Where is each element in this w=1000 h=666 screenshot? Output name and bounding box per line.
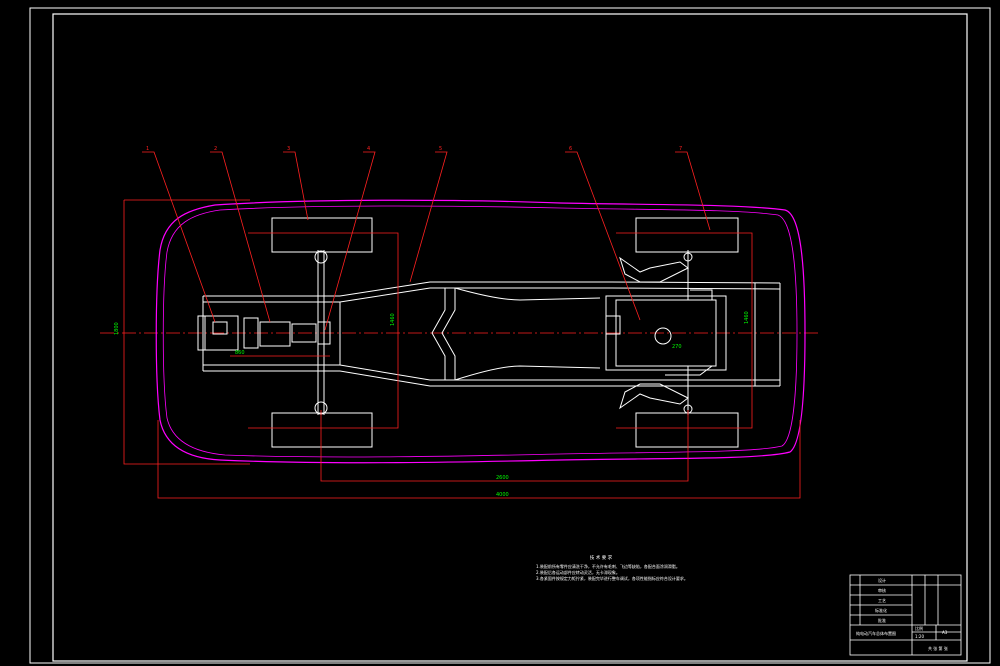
dimension-lines (123, 199, 801, 499)
tb-sheet: A3 (942, 630, 948, 635)
outer-frame (29, 7, 991, 664)
tb-row-process: 工艺 (878, 598, 886, 603)
wheel-rear-left (635, 217, 739, 253)
tb-row-design: 设计 (878, 577, 886, 583)
tb-drawing-title: 纯电动汽车总体布置图 (856, 630, 896, 636)
technical-notes-title: 技 术 要 求 (589, 556, 613, 561)
title-block (849, 574, 962, 656)
callout-4: 4 (367, 146, 370, 152)
wheel-front-left (271, 217, 373, 253)
technical-note-1: 1.装配前所有零件应清洗干净，不允许有毛刺、飞边等缺陷，各配合面涂润滑脂。 (536, 564, 680, 569)
callout-6: 6 (569, 146, 572, 152)
callout-5: 5 (439, 146, 442, 152)
wheel-front-right (271, 412, 373, 448)
tb-row-review: 审核 (878, 587, 886, 593)
body-outline (155, 199, 806, 464)
technical-note-3: 3.各紧固件按规定力矩拧紧，装配完毕进行整车调试，各项性能指标应符合设计要求。 (536, 576, 688, 581)
tb-sheet-count: 共 张 第 张 (928, 645, 948, 651)
battery-pack (605, 289, 727, 376)
body-outline-inner (162, 205, 798, 458)
dim-wheel-track: 1460 (390, 313, 396, 326)
tb-scale: 1:20 (915, 634, 924, 639)
callout-3: 3 (287, 146, 290, 152)
callout-7: 7 (679, 146, 682, 152)
inner-frame (52, 13, 968, 662)
callout-1: 1 (146, 146, 149, 152)
callout-2: 2 (214, 146, 217, 152)
dim-overall-width: 1800 (114, 322, 120, 335)
technical-note-2: 2.装配后各运动部件应转动灵活，无卡滞现象。 (536, 570, 620, 575)
tb-scale-label: 比例 (915, 625, 923, 631)
dim-engine-offset: 860 (235, 350, 245, 356)
dim-rear-track: 1460 (744, 311, 750, 324)
tb-row-approve: 批准 (878, 617, 886, 623)
technical-notes: 技 术 要 求 1.装配前所有零件应清洗干净，不允许有毛刺、飞边等缺陷，各配合面… (536, 556, 856, 582)
chassis-frame (202, 281, 781, 387)
tb-row-standard: 标准化 (875, 607, 887, 613)
drive-motor (197, 315, 331, 351)
callout-leaders (142, 151, 711, 331)
dim-wheelbase: 2600 (496, 475, 509, 481)
dim-tank-offset: 270 (672, 344, 682, 350)
front-axle (314, 250, 328, 415)
dim-overall-length: 4000 (496, 492, 509, 498)
wheel-rear-right (635, 412, 739, 448)
